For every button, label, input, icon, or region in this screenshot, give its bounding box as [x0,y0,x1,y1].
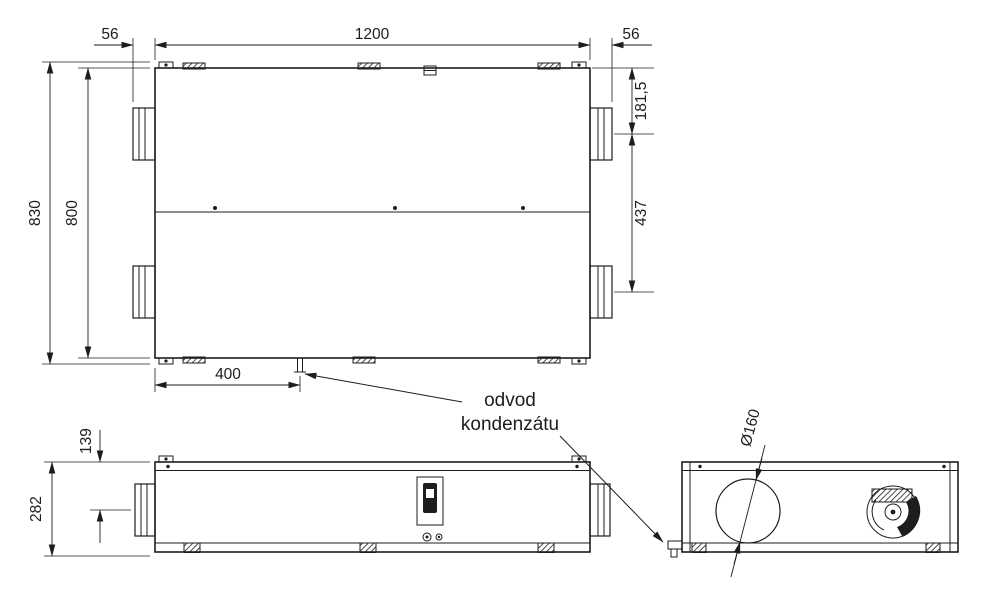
top-view-dimensions: 56 1200 56 830 800 181,5 437 400 [27,26,654,392]
foot [183,542,201,553]
dim-front-duct-offset-label: 139 [78,428,95,454]
front-view-dimensions: 282 139 [28,428,150,557]
cable-gland [435,533,443,541]
tab-hole [164,457,168,461]
vent-slot [352,356,376,364]
duct-collar [132,107,156,161]
duct-collar [132,265,156,319]
screw-dot [942,464,946,469]
feet [183,542,555,553]
switch-toggle [426,489,434,498]
cable-gland [422,532,432,542]
unit-body-top-view [154,67,591,359]
foot [359,542,377,553]
fan [866,485,921,539]
condensate-drain-stub [294,357,306,373]
dim-overall-height-label: 830 [27,200,44,226]
dim-flange-right-label: 56 [622,26,639,43]
duct-collar [589,265,613,319]
mounting-tab [158,357,174,365]
vent-slot [357,62,381,70]
top-view [132,61,613,373]
screw-dot [393,206,397,210]
tab-hole [577,63,581,67]
duct-collar [589,107,613,161]
screw-dot [698,464,702,469]
vent-slot [537,356,561,364]
diameter-arrow [755,457,763,481]
foot [925,542,941,553]
switch-plate [416,476,444,526]
condensate-note-line2: kondenzátu [461,414,559,435]
vent-slot [182,62,206,70]
vent-slot [537,62,561,70]
dim-duct-spacing-label: 437 [633,200,650,226]
duct-opening-circle [715,478,781,544]
screw-dot [521,206,525,210]
mounting-tabs [158,61,587,365]
edge-slots [182,62,561,364]
mounting-tab [158,455,174,463]
diameter-arrow [733,541,741,565]
fan-blade [897,496,921,536]
duct-collar [589,483,611,537]
duct-collar [134,483,156,537]
fan-axle [890,509,896,515]
dim-duct-top-offset-label: 181,5 [633,82,650,121]
mounting-tab [571,455,587,463]
mounting-tab [571,357,587,365]
fan-blade-line [871,499,885,531]
fan-hub [884,503,902,521]
mounting-tab [571,61,587,69]
condensate-note-line1: odvod [484,390,536,411]
unit-body-side-view [681,461,959,553]
tab-hole [577,359,581,363]
dim-front-height-label: 282 [28,496,45,522]
duct-collars-front-view [134,483,611,537]
tab-hole [577,457,581,461]
dim-body-height-label: 800 [64,200,81,226]
screw-dot [166,464,170,469]
side-view [667,461,959,558]
screw-dot [575,464,579,469]
control-switch [416,476,444,542]
leader-arrow [559,435,664,543]
unit-body-front-view [154,461,591,553]
dim-duct-diameter-label: Ø160 [738,407,764,448]
tab-hole [164,63,168,67]
screw-dot [213,206,217,210]
dim-flange-left-label: 56 [101,26,118,43]
vent-slot [182,356,206,364]
foot [691,542,707,553]
condensate-annotation: odvod kondenzátu [304,372,664,543]
fan-outlet [871,488,913,503]
dim-body-width-label: 1200 [355,26,390,43]
mounting-tab [158,61,174,69]
dim-drain-offset-label: 400 [215,366,241,383]
tab-hole [164,359,168,363]
duct-collars-top-view [132,107,613,319]
front-view [134,455,611,553]
leader-arrow [304,372,463,403]
foot [537,542,555,553]
condensate-drain-side [667,540,683,558]
